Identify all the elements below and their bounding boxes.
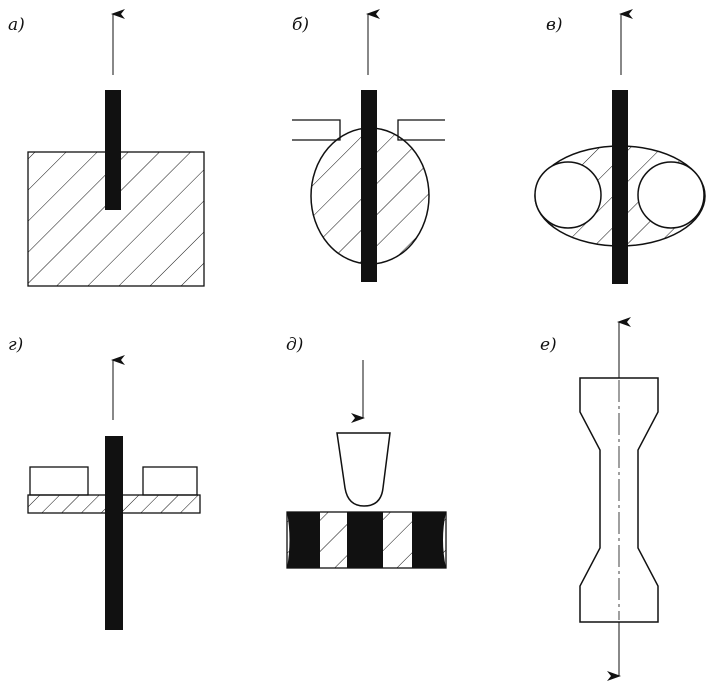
panel-a-rod (105, 90, 121, 210)
panel-b-right-plate (397, 119, 445, 141)
panel-b-label: б) (292, 15, 309, 35)
panel-d: д) (286, 335, 447, 569)
panel-e: е) (540, 317, 659, 681)
panel-g-right-support (142, 466, 198, 496)
panel-d-indenter (336, 432, 391, 507)
panel-d-right-stripe (412, 512, 446, 568)
panel-b: б) (292, 9, 445, 282)
panel-v: в) (534, 9, 706, 284)
panel-v-right-ball (637, 161, 705, 229)
panel-g: г) (8, 335, 201, 630)
panel-v-rod (612, 90, 628, 284)
panel-g-label: г) (8, 335, 23, 355)
panel-v-label: в) (546, 15, 563, 35)
panel-e-label: е) (540, 335, 557, 355)
panel-g-rod (105, 436, 123, 630)
panel-b-rod (361, 90, 377, 282)
panel-a: а) (8, 9, 205, 287)
panel-b-left-plate (292, 119, 341, 141)
panel-a-label: а) (8, 15, 25, 35)
panel-d-left-stripe (287, 512, 320, 568)
panel-d-label: д) (286, 335, 303, 355)
panel-v-left-ball (534, 161, 602, 229)
panel-g-left-support (29, 466, 89, 496)
panel-d-middle-stripe (347, 512, 383, 568)
